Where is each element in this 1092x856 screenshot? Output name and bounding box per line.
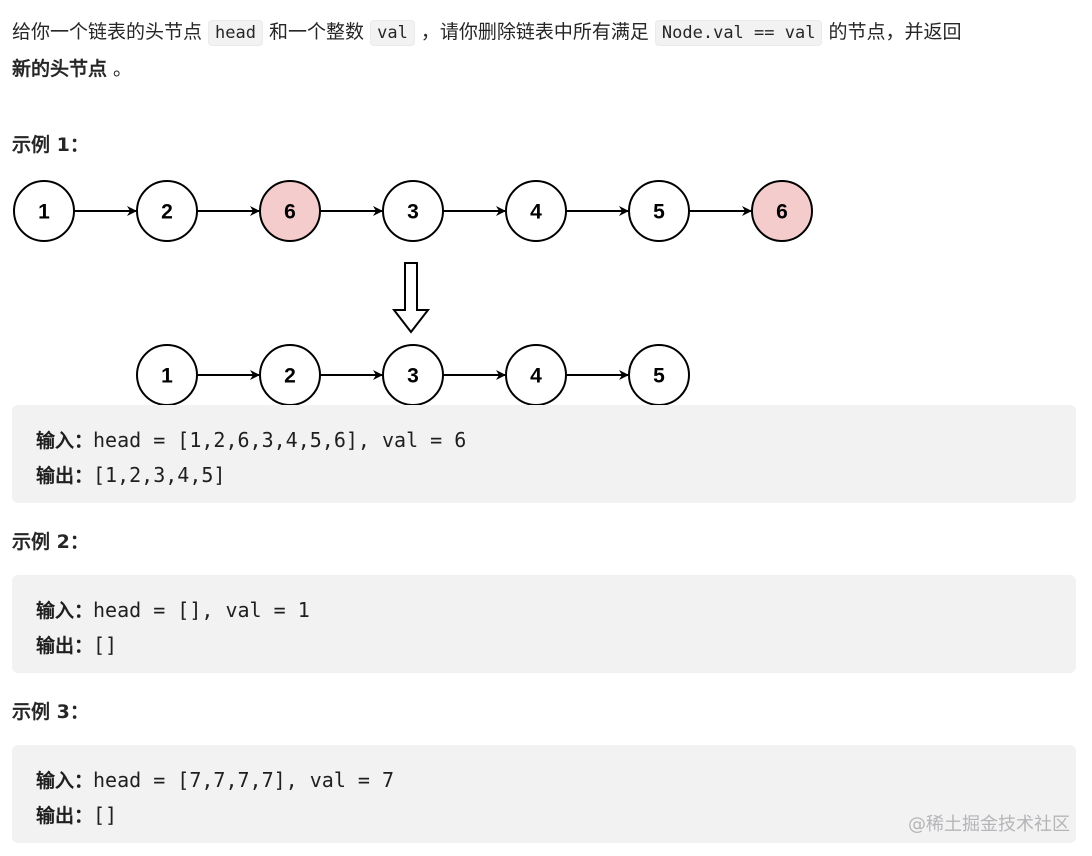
after-list: 1 2 3 4 5 xyxy=(136,344,690,406)
before-node xyxy=(136,180,198,242)
before-node xyxy=(382,180,444,242)
before-node-label: 5 xyxy=(653,201,665,224)
before-node xyxy=(628,180,690,242)
example-3-heading: 示例 3： xyxy=(12,701,89,723)
before-node-label: 1 xyxy=(38,201,50,224)
code-condition: Node.val == val xyxy=(654,20,823,46)
before-node-label: 4 xyxy=(530,201,542,224)
code-head: head xyxy=(208,20,263,46)
code-val: val xyxy=(370,20,415,46)
transform-arrow-icon xyxy=(391,262,431,334)
example-2-heading: 示例 2： xyxy=(12,531,89,553)
example-1-block: 输入：head = [1,2,6,3,4,5,6], val = 6 输出：[1… xyxy=(12,405,1076,503)
watermark: @稀土掘金技术社区 xyxy=(908,814,1070,835)
example-2-input: head = [], val = 1 xyxy=(93,598,310,622)
before-node-label: 6 xyxy=(776,201,788,224)
before-node-label: 6 xyxy=(284,201,296,224)
before-node-removed xyxy=(259,180,321,242)
before-node xyxy=(13,180,75,242)
example-2-output: [] xyxy=(93,633,118,657)
example-1-heading: 示例 1： xyxy=(12,134,89,156)
bold-new-head: 新的头节点 xyxy=(12,58,108,80)
example-1-output: [1,2,3,4,5] xyxy=(93,463,226,487)
linked-list-diagram: 1 2 6 3 4 5 6 1 2 3 4 5 xyxy=(13,180,813,406)
before-node-label: 3 xyxy=(407,201,419,224)
example-1-input: head = [1,2,6,3,4,5,6], val = 6 xyxy=(93,428,467,452)
after-node-label: 3 xyxy=(407,365,419,388)
example-3-block: 输入：head = [7,7,7,7], val = 7 输出：[] xyxy=(12,745,1076,843)
after-node-label: 1 xyxy=(161,365,173,388)
before-node-removed xyxy=(751,180,813,242)
after-node-label: 5 xyxy=(653,365,665,388)
before-node xyxy=(505,180,567,242)
before-node-label: 2 xyxy=(161,201,173,224)
example-3-input: head = [7,7,7,7], val = 7 xyxy=(93,768,395,792)
after-node-label: 2 xyxy=(284,365,296,388)
before-list: 1 2 6 3 4 5 6 xyxy=(13,180,813,242)
example-3-output: [] xyxy=(93,803,118,827)
example-2-block: 输入：head = [], val = 1 输出：[] xyxy=(12,575,1076,673)
problem-description: 给你一个链表的头节点 head 和一个整数 val ，请你删除链表中所有满足 N… xyxy=(12,20,962,80)
after-node-label: 4 xyxy=(530,365,542,388)
